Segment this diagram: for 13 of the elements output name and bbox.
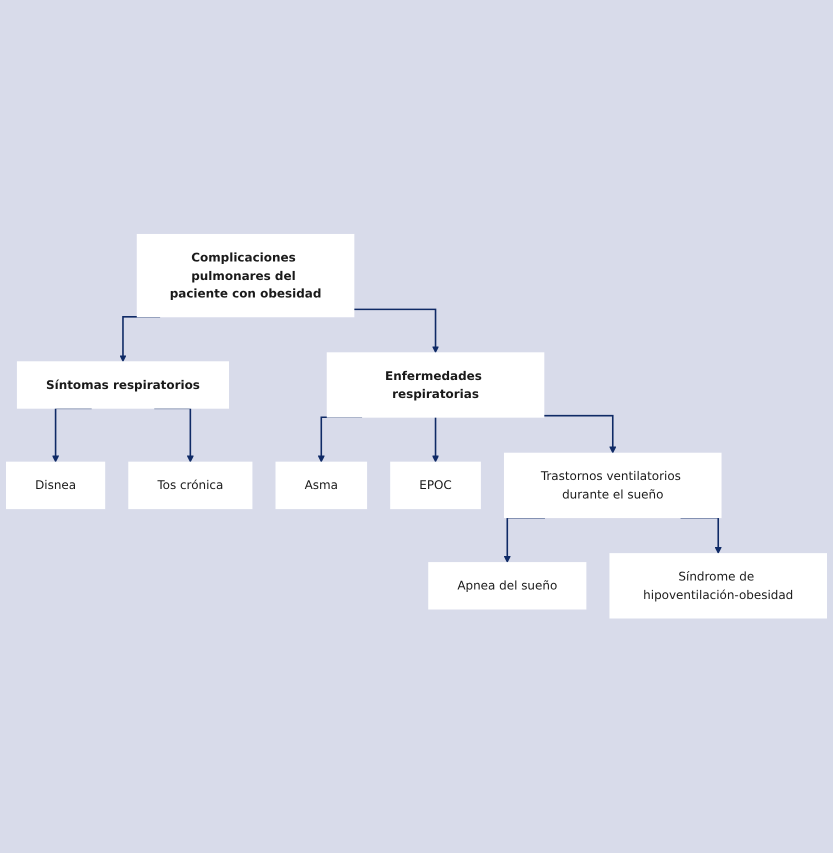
node-box: Apnea del sueño [428, 562, 586, 610]
arrow [354, 308, 440, 354]
node-box: EPOC [390, 462, 481, 510]
node-box: Tos crónica [128, 462, 252, 510]
node-box: Trastornos ventilatorios durante el sueño [504, 452, 722, 518]
node-box: Asma [276, 462, 368, 510]
arrow [544, 415, 616, 454]
node-box: Enfermedades respiratorias [326, 352, 544, 418]
arrow [432, 416, 440, 463]
node-box: Síndrome de hipoventilación-obesidad [609, 553, 827, 619]
node-box: Disnea [6, 462, 106, 510]
node-box: Complicaciones pulmonares del paciente con obesidad [136, 234, 354, 318]
node-box: Síntomas respiratorios [16, 362, 230, 409]
